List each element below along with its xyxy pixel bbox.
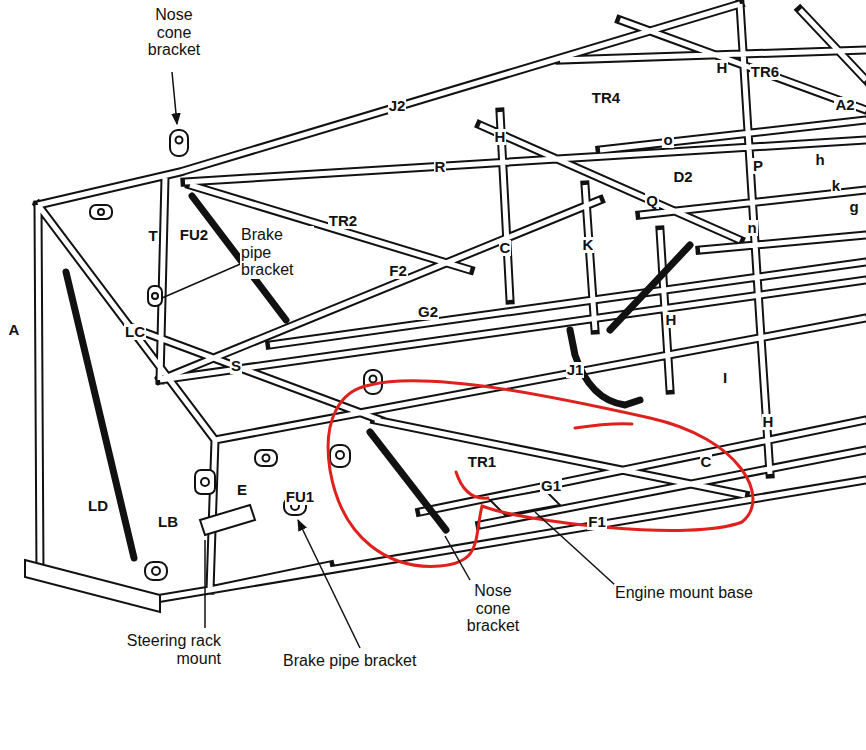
tube-code: LC [124,324,146,341]
part-callout: Brake pipe bracket [240,226,314,279]
tube-code: A2 [834,97,855,114]
tube-code: G2 [417,304,439,321]
tube-code: g [848,199,859,216]
tube-code: H [494,129,507,146]
tube-code: D2 [672,169,693,186]
tube-code: J2 [388,98,407,115]
tube-code: LB [157,514,179,531]
tube-code: o [662,132,673,149]
tube-code: TR6 [750,64,780,81]
tube-code: E [236,482,248,499]
brackets [90,130,382,580]
tube-code: C [499,240,512,257]
tube-code: S [230,358,242,375]
leader-lines [162,72,615,648]
tube-code: F2 [388,263,408,280]
hand-drawn-bars [66,196,690,558]
tube-code: R [434,159,447,176]
part-callout: Engine mount base [614,584,756,602]
tube-code: A [8,322,21,339]
tube-code: H [716,60,729,77]
tube-code: h [814,152,825,169]
part-callout: Brake pipe bracket [282,652,417,670]
tube-code: G1 [540,478,562,495]
tube-code: TR2 [328,213,358,230]
tube-code: FU1 [285,489,315,506]
tube-code: Q [645,193,659,210]
tube-code: K [582,237,595,254]
part-callout: Steering rack mount [88,632,222,667]
tube-code: TR4 [591,90,621,107]
frame-tubes [38,4,866,600]
tube-code: C [700,454,713,471]
tube-code: LD [87,498,109,515]
tube-code: H [665,312,678,329]
tube-code: I [722,370,728,387]
tube-code: F1 [587,514,607,531]
tube-code: T [147,228,158,245]
tube-code: H [762,414,775,431]
red-annotation [328,381,753,567]
tube-code: TR1 [467,454,497,471]
part-callout: Nose cone bracket [456,582,530,635]
tube-code: FU2 [179,227,209,244]
tube-code: P [752,158,764,175]
tube-code: n [746,220,757,237]
tube-code: k [831,178,841,195]
tube-code: J1 [566,362,585,379]
part-callout: Nose cone bracket [140,6,208,59]
